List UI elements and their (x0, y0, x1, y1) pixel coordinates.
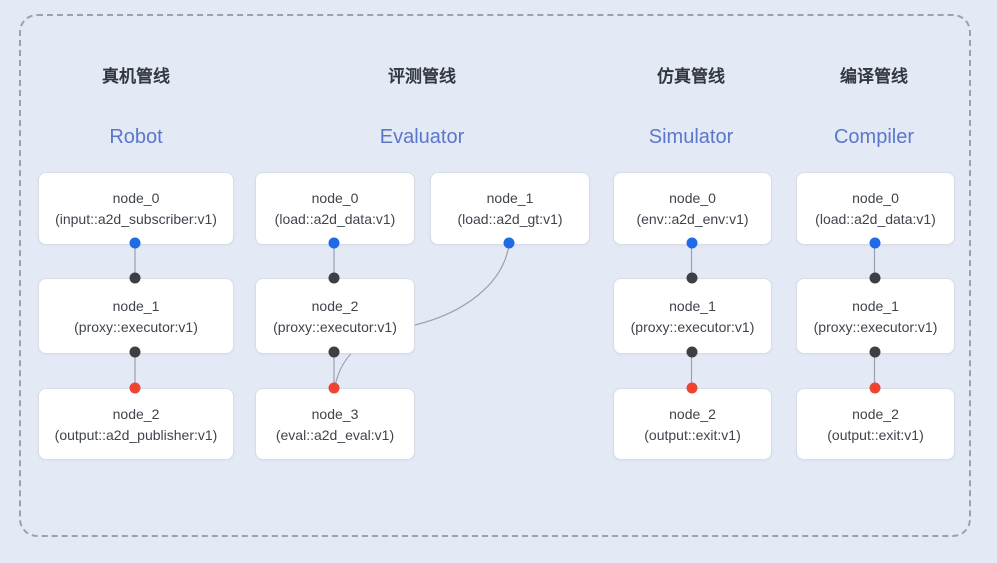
evaluator-node-2: node_2 (proxy::executor:v1) (255, 278, 415, 354)
compiler-node0-output-port-dot (869, 237, 880, 249)
node-name: node_1 (112, 297, 160, 314)
node-name: node_0 (852, 190, 899, 206)
edge-evaluator-n1-n3-curve (334, 244, 510, 387)
node-detail: (eval::a2d_eval:v1) (275, 426, 395, 443)
robot-pipeline-title-en: Robot (109, 126, 163, 148)
compiler-node-2: node_2 (output::exit:v1) (796, 388, 955, 460)
evaluator-node-1: node_1 (load::a2d_gt:v1) (430, 172, 590, 245)
evaluator-node1-output-port-dot (503, 237, 515, 249)
node-name: node_2 (311, 297, 359, 314)
node-detail: (output::exit:v1) (644, 426, 741, 443)
simulator-node2-input-port-dot (686, 382, 697, 394)
simulator-node-1: node_1 (proxy::executor:v1) (613, 278, 772, 354)
node-name: node_0 (112, 190, 160, 206)
node-detail: (load::a2d_data:v1) (274, 211, 396, 227)
evaluator-pipeline-title-en: Evaluator (379, 126, 465, 148)
robot-node-1: node_1 (proxy::executor:v1) (38, 278, 234, 354)
simulator-pipeline-title-zh: 仿真管线 (657, 67, 725, 86)
simulator-node1-input-port-dot (686, 272, 697, 284)
node-name: node_1 (669, 297, 716, 314)
diagram-frame-border (19, 14, 971, 537)
compiler-node2-input-port-dot (869, 382, 880, 394)
compiler-node-0: node_0 (load::a2d_data:v1) (796, 172, 955, 245)
node-name: node_0 (669, 190, 716, 206)
node-detail: (proxy::executor:v1) (74, 318, 198, 335)
robot-node2-input-port-dot (129, 382, 141, 394)
node-detail: (input::a2d_subscriber:v1) (55, 211, 217, 227)
compiler-node1-input-port-dot (869, 272, 880, 284)
node-name: node_3 (311, 405, 359, 422)
simulator-node0-output-port-dot (686, 237, 697, 249)
simulator-node-0: node_0 (env::a2d_env:v1) (613, 172, 772, 245)
node-name: node_2 (112, 405, 160, 422)
evaluator-node2-input-port-dot (328, 272, 340, 284)
node-detail: (load::a2d_data:v1) (815, 211, 936, 227)
node-name: node_0 (311, 190, 359, 206)
node-detail: (proxy::executor:v1) (273, 318, 397, 335)
robot-pipeline-title-zh: 真机管线 (102, 67, 170, 86)
robot-node1-output-port-dot (129, 346, 141, 358)
compiler-node-1: node_1 (proxy::executor:v1) (796, 278, 955, 354)
evaluator-node2-output-port-dot (328, 346, 340, 358)
evaluator-node-3: node_3 (eval::a2d_eval:v1) (255, 388, 415, 460)
simulator-node-2: node_2 (output::exit:v1) (613, 388, 772, 460)
robot-node-0: node_0 (input::a2d_subscriber:v1) (38, 172, 234, 245)
compiler-pipeline-title-zh: 编译管线 (840, 67, 908, 86)
simulator-pipeline-title-en: Simulator (648, 126, 734, 148)
node-name: node_1 (852, 297, 899, 314)
node-detail: (output::a2d_publisher:v1) (54, 426, 218, 443)
robot-node1-input-port-dot (129, 272, 141, 284)
node-name: node_2 (852, 405, 899, 422)
node-detail: (proxy::executor:v1) (813, 318, 938, 335)
node-name: node_2 (669, 405, 716, 422)
evaluator-node0-output-port-dot (328, 237, 340, 249)
node-detail: (proxy::executor:v1) (630, 318, 755, 335)
evaluator-pipeline-title-zh: 评测管线 (388, 67, 456, 86)
compiler-node1-output-port-dot (869, 346, 880, 358)
robot-node-2: node_2 (output::a2d_publisher:v1) (38, 388, 234, 460)
node-detail: (output::exit:v1) (827, 426, 924, 443)
robot-node0-output-port-dot (129, 237, 141, 249)
compiler-pipeline-title-en: Compiler (833, 126, 915, 148)
node-name: node_1 (486, 190, 534, 206)
evaluator-node3-input-port-dot (328, 382, 340, 394)
simulator-node1-output-port-dot (686, 346, 697, 358)
node-detail: (env::a2d_env:v1) (636, 211, 749, 227)
node-detail: (load::a2d_gt:v1) (457, 211, 563, 227)
evaluator-node-0: node_0 (load::a2d_data:v1) (255, 172, 415, 245)
